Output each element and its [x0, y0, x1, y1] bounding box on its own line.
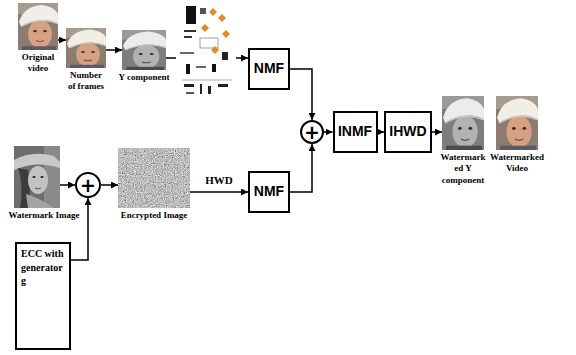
xor-circle: +	[300, 120, 324, 144]
process-box: INMF	[333, 111, 378, 153]
flow-arrow	[101, 184, 118, 186]
picture-caption: Y component	[118, 70, 170, 83]
flow-arrow	[190, 191, 248, 193]
y-component-node: Y component	[118, 30, 170, 83]
picture-frame	[66, 28, 106, 68]
picture-caption: Encrypted Image	[120, 208, 188, 221]
picture-frame	[18, 3, 58, 50]
y-component-picture	[122, 30, 166, 70]
picture-frame	[14, 146, 60, 208]
encrypted-picture-node: Encrypted Image	[118, 148, 190, 221]
picture-caption: Watermark Image	[8, 208, 81, 221]
picture-caption: Number of frames	[66, 68, 107, 93]
picture-frame	[122, 30, 166, 70]
node-label: INMF	[338, 124, 372, 139]
flow-arrow	[58, 39, 66, 41]
flow-arrow	[71, 198, 88, 260]
video-picture-node: Original video	[18, 3, 59, 75]
node-label: IHWD	[389, 124, 426, 139]
node-label: +	[304, 123, 320, 142]
process-box: IHWD	[384, 111, 432, 153]
generator-box: ECC with generator g	[15, 242, 71, 350]
node-label: ECC with generator g	[21, 247, 65, 288]
picture-caption: Original video	[18, 50, 59, 75]
video-frame-picture	[18, 3, 58, 50]
watermark-picture-node: Watermark Image	[8, 146, 81, 221]
node-label: +	[80, 176, 96, 195]
picture-frame	[442, 96, 484, 150]
flow-arrow	[290, 144, 312, 192]
node-label: NMF	[254, 61, 284, 76]
picture-caption: Watermarked Video	[487, 150, 548, 175]
decomposition-thumbnail	[176, 4, 236, 100]
watermarked-y-node: Watermarked Y component	[440, 96, 487, 186]
xor-circle: +	[75, 172, 101, 198]
flow-arrow	[60, 184, 75, 186]
frames-picture-node: Number of frames	[66, 28, 107, 93]
flow-arrow	[432, 131, 442, 133]
picture-frame	[496, 96, 538, 150]
encrypted-noise-picture	[118, 148, 190, 208]
watermark-picture	[14, 146, 60, 208]
watermarked-y-picture	[442, 96, 484, 150]
flow-arrow	[324, 131, 333, 133]
process-box: NMF	[248, 171, 290, 213]
flow-arrow	[106, 49, 122, 51]
watermarked-video-picture	[496, 96, 538, 150]
picture-caption: Watermarked Y component	[440, 150, 487, 186]
flow-arrow	[290, 69, 312, 120]
process-box: NMF	[248, 48, 290, 90]
frames-stack-picture	[66, 28, 106, 68]
picture-frame	[118, 148, 190, 208]
edge-label: HWD	[203, 174, 235, 186]
watermarked-video-node: Watermarked Video	[487, 96, 548, 175]
node-label: NMF	[254, 184, 284, 199]
